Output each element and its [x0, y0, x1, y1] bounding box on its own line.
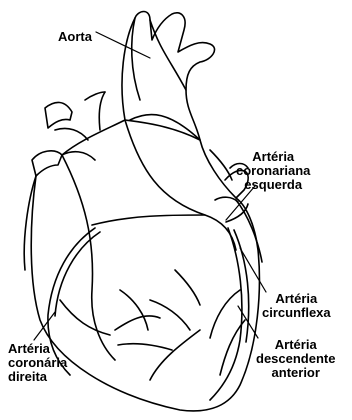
label-aorta-line-1: Aorta: [58, 30, 92, 44]
label-left-coronary: Artéria coronariana esquerda: [236, 150, 310, 192]
label-right-coronary-line-3: direita: [8, 370, 47, 384]
leader-lines: [34, 32, 266, 340]
label-descending: Artéria descendente anterior: [256, 338, 335, 380]
label-descending-line-3: anterior: [272, 366, 320, 380]
label-left-coronary-line-1: Artéria: [252, 150, 294, 164]
label-left-coronary-line-3: esquerda: [244, 178, 302, 192]
label-left-coronary-line-2: coronariana: [236, 164, 310, 178]
label-circumflex: Artéria circunflexa: [262, 292, 331, 320]
label-right-coronary: Artéria coronária direita: [8, 342, 67, 384]
label-right-coronary-line-2: coronária: [8, 356, 67, 370]
coronary-groove: [92, 215, 205, 225]
atrium-border: [125, 120, 236, 250]
septum-line: [62, 155, 115, 360]
leader-right-coronary: [34, 312, 55, 340]
anterior-descending-artery: [150, 228, 249, 400]
leader-circumflex: [240, 248, 266, 292]
leader-aorta: [96, 32, 150, 58]
label-descending-line-1: Artéria: [275, 338, 317, 352]
aorta-vessels: [85, 12, 215, 141]
label-right-coronary-line-1: Artéria: [8, 342, 50, 356]
label-aorta: Aorta: [58, 30, 92, 44]
label-descending-line-2: descendente: [256, 352, 335, 366]
label-circumflex-line-2: circunflexa: [262, 306, 331, 320]
circumflex-artery: [226, 200, 262, 262]
label-circumflex-line-1: Artéria: [275, 292, 317, 306]
